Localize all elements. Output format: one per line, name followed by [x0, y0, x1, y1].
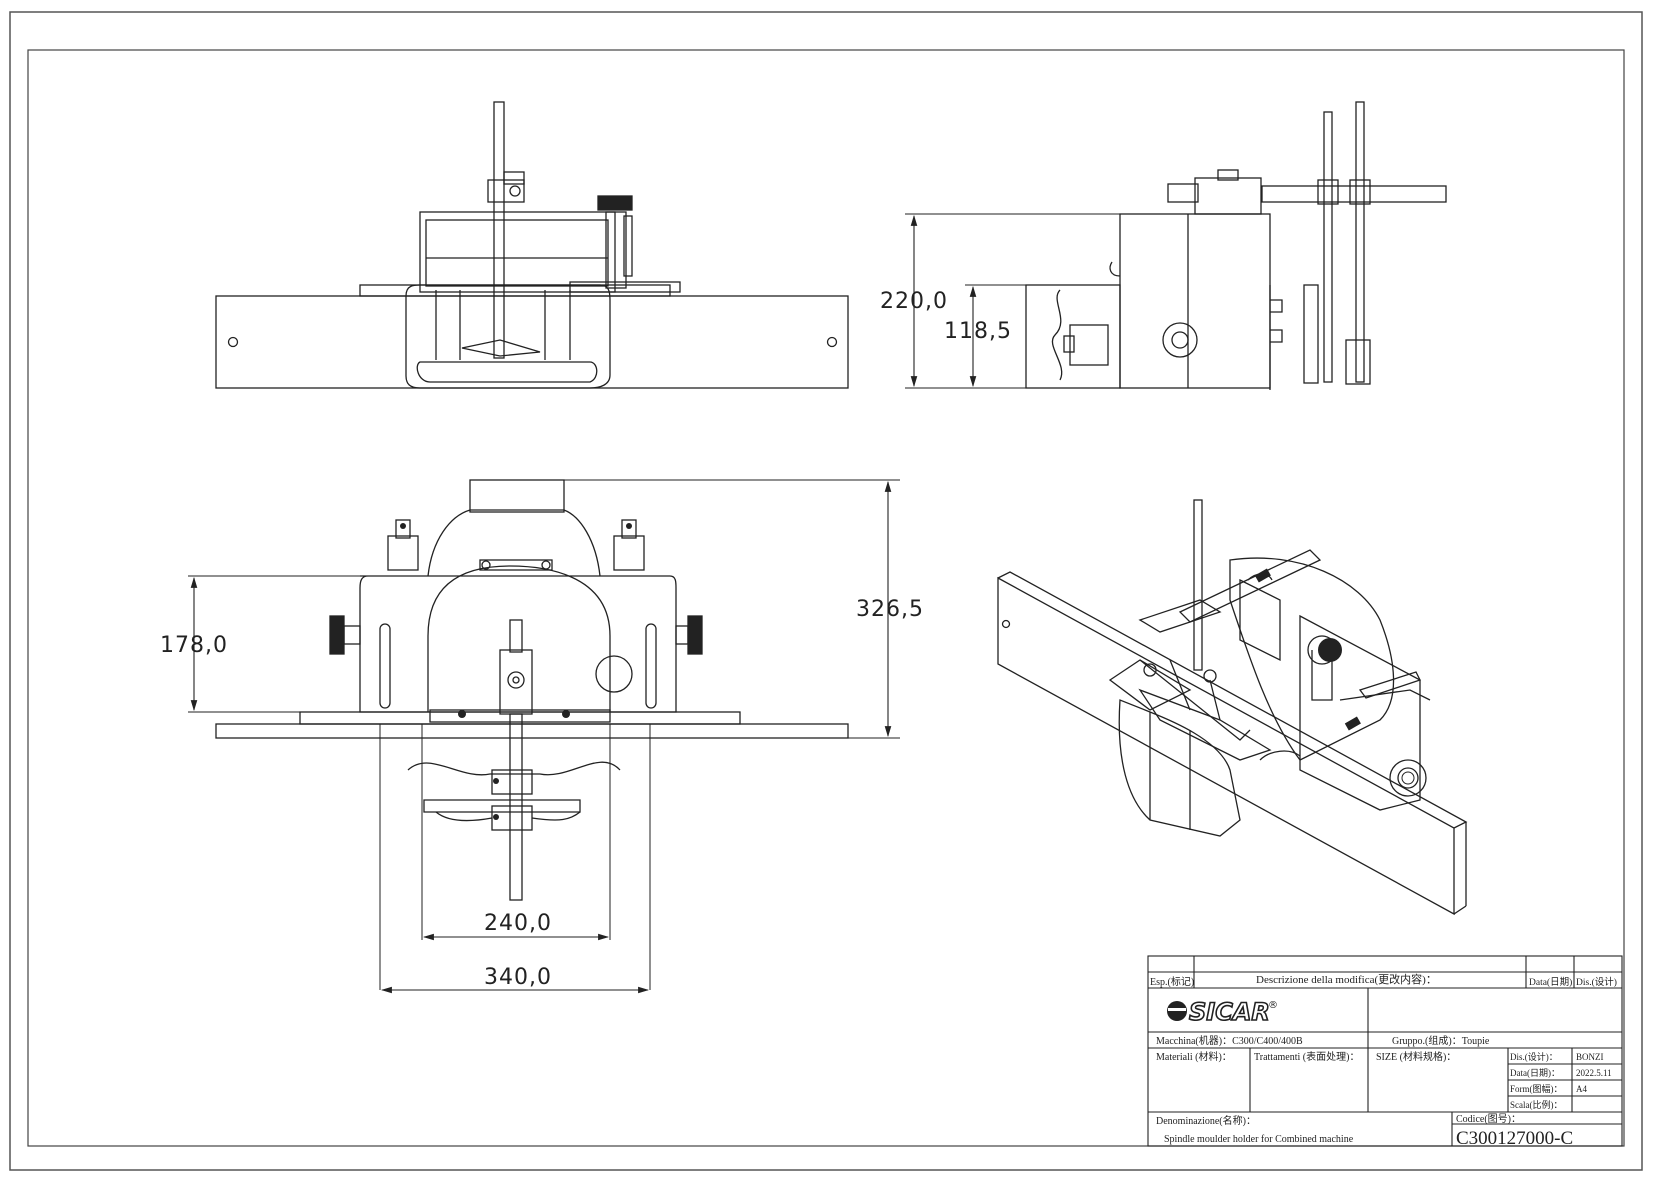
front-view	[215, 479, 849, 990]
front-view-bolts	[400, 523, 632, 820]
isometric-view	[997, 499, 1468, 916]
tb-macchina: Macchina(机器)：C300/C400/400B	[1156, 1034, 1303, 1047]
tb-codice-label: Codice(图号)：	[1456, 1113, 1521, 1125]
tb-materiali: Materiali (材料)：	[1156, 1050, 1232, 1063]
tb-header-esp: Esp.(标记)	[1150, 976, 1194, 988]
tb-data-value: 2022.5.11	[1576, 1068, 1612, 1078]
sicar-logo: SICAR ®	[1167, 997, 1278, 1027]
tb-dis-label: Dis.(设计)：	[1510, 1051, 1558, 1062]
tb-formato-value: A4	[1576, 1084, 1587, 1094]
tb-denominazione-value: Spindle moulder holder for Combined mach…	[1164, 1134, 1354, 1145]
sicar-logo-text: SICAR	[1189, 998, 1270, 1026]
side-view	[1025, 101, 1447, 390]
dim-height-body-side: 118,5	[944, 319, 1012, 344]
tb-size: SIZE (材料规格)：	[1376, 1050, 1456, 1063]
sicar-logo-mark: ®	[1268, 1000, 1278, 1011]
tb-header-descrizione: Descrizione della modifica(更改内容)：	[1256, 972, 1437, 986]
tb-codice-value: C300127000-C	[1456, 1128, 1573, 1149]
tb-formato-label: Form(图幅)：	[1510, 1083, 1563, 1094]
tb-denominazione-label: Denominazione(名称)：	[1156, 1114, 1256, 1127]
outer-border	[9, 11, 1643, 1171]
tb-scala-label: Scala(比例)：	[1510, 1099, 1562, 1110]
dim-height-body-front: 178,0	[160, 633, 228, 658]
top-view	[215, 101, 849, 389]
isometric-view-fills	[1254, 568, 1415, 785]
tb-gruppo: Gruppo.(组成)：Toupie	[1392, 1034, 1490, 1047]
dim-width-inner: 240,0	[484, 911, 552, 936]
front-dimension-lines	[188, 479, 900, 994]
tb-dis-value: BONZI	[1576, 1052, 1604, 1062]
side-dimension-lines	[905, 213, 1120, 389]
dim-height-overall-side: 220,0	[880, 289, 948, 314]
dim-width-outer: 340,0	[484, 965, 552, 990]
tb-header-dis: Dis.(设计)	[1576, 976, 1617, 988]
dim-height-total-front: 326,5	[856, 597, 924, 622]
inner-border	[27, 49, 1625, 1147]
tb-header-data: Data(日期)	[1529, 977, 1572, 988]
tb-data-label: Data(日期)：	[1510, 1068, 1560, 1078]
tb-trattamenti: Trattamenti (表面处理)：	[1254, 1050, 1359, 1063]
title-block	[1147, 955, 1623, 1147]
